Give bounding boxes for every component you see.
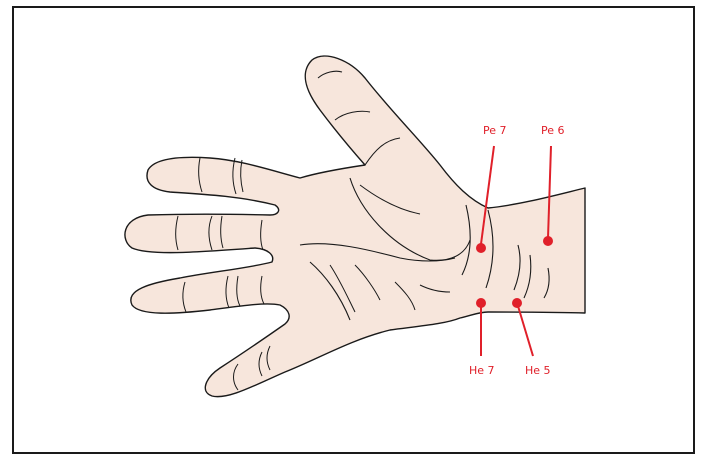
pe7-marker xyxy=(476,243,486,253)
pe7-label: Pe 7 xyxy=(483,124,507,137)
he5-leader-line xyxy=(518,306,533,356)
he5-marker xyxy=(512,298,522,308)
pe6-marker xyxy=(543,236,553,246)
hand-silhouette xyxy=(125,56,585,397)
pe6-label: Pe 6 xyxy=(541,124,565,137)
he5-label: He 5 xyxy=(525,364,551,377)
he7-marker xyxy=(476,298,486,308)
he7-label: He 7 xyxy=(469,364,495,377)
